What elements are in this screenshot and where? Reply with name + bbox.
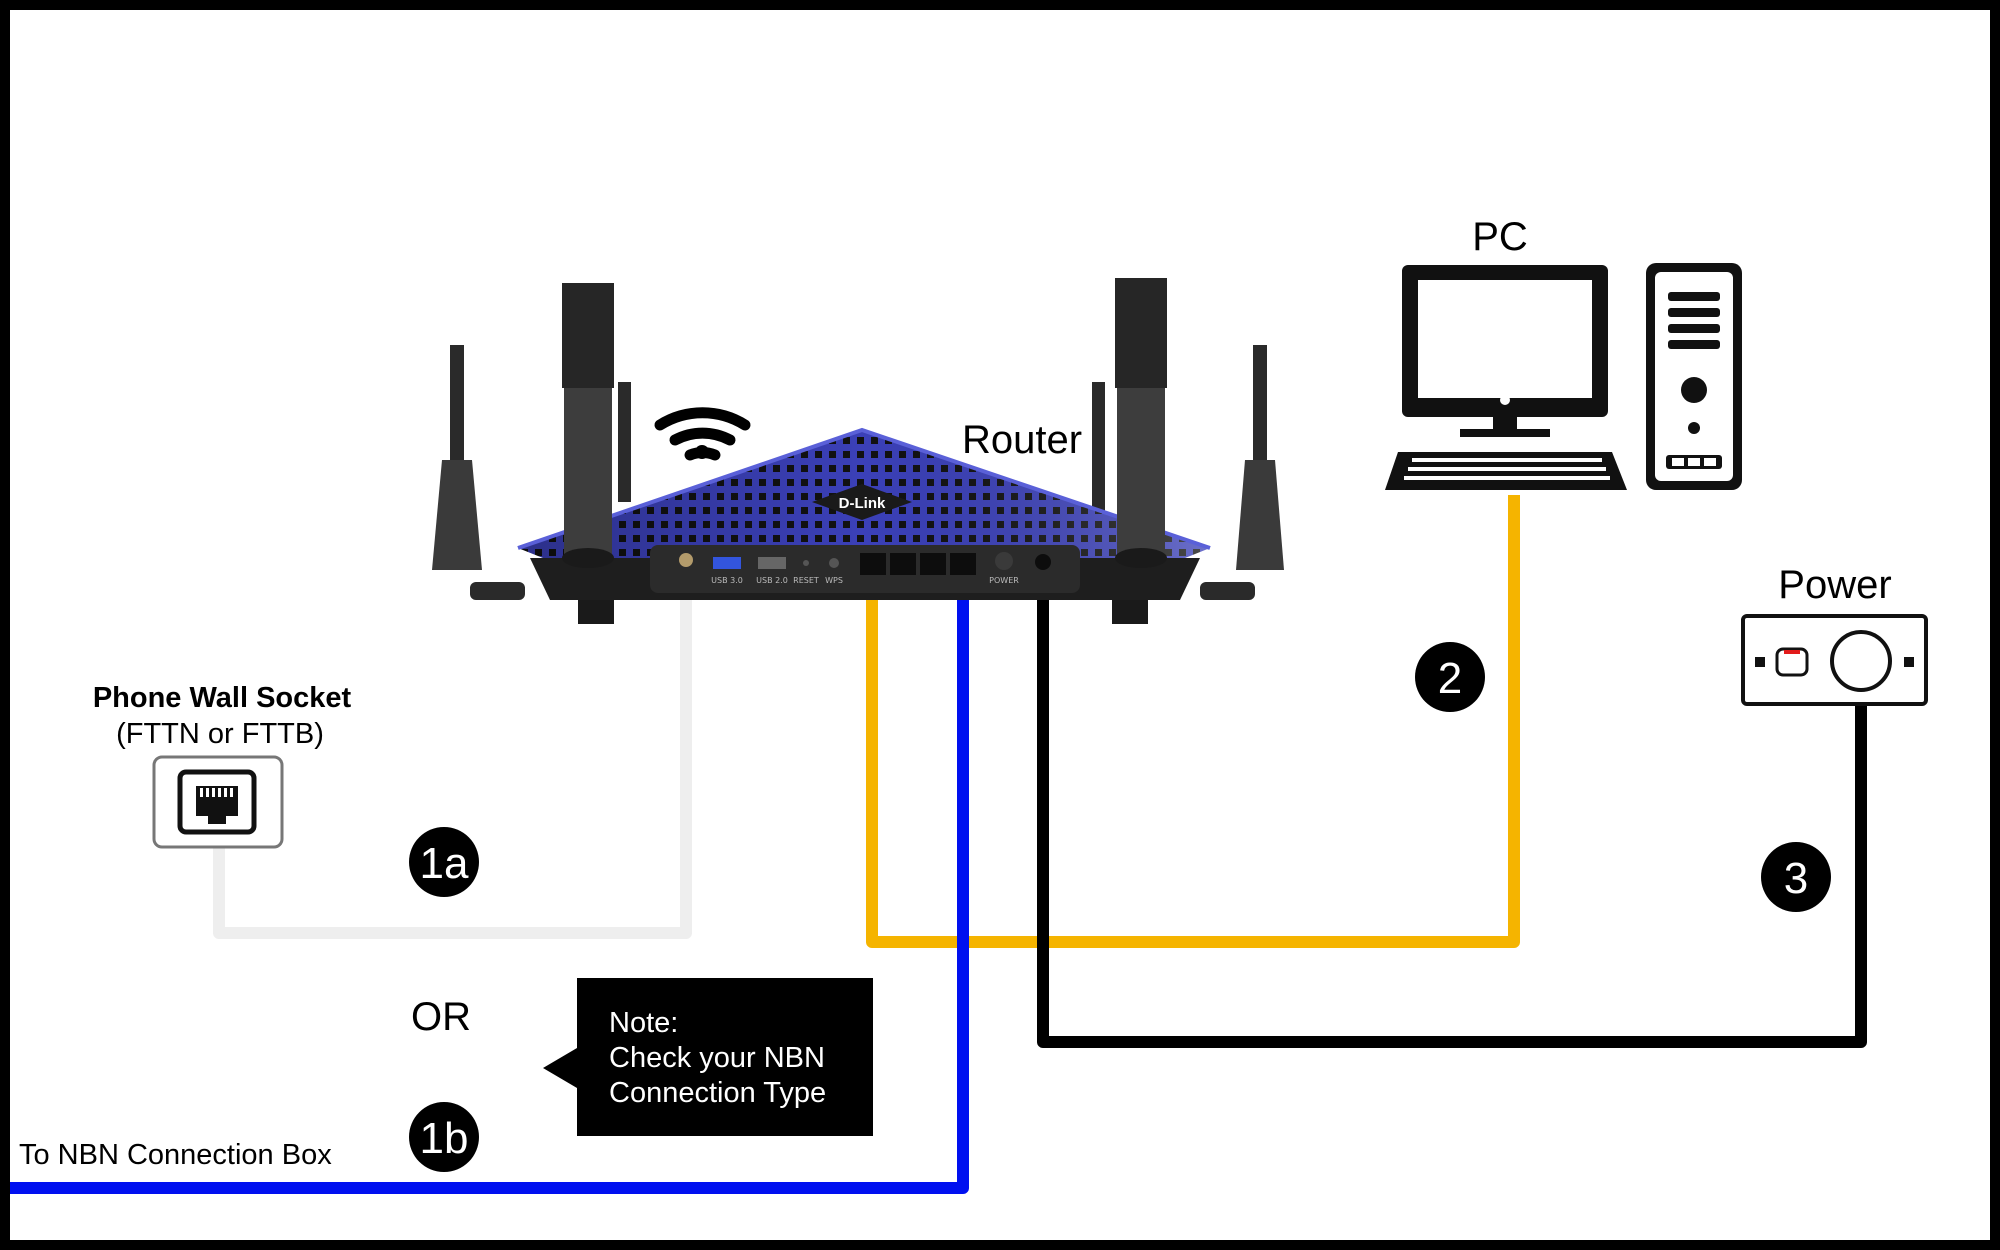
usb2-port <box>758 557 786 569</box>
power-cable <box>1037 565 1867 1048</box>
power-plug <box>1830 630 1892 692</box>
antenna <box>1236 460 1284 570</box>
wan-cable <box>10 560 969 1194</box>
monitor-button <box>1500 395 1510 405</box>
step-badge-1a-text: 1a <box>420 839 469 888</box>
router: D-Link USB 3.0 USB 2.0 RESET WPS POWER <box>432 278 1284 624</box>
dsl-port <box>679 553 693 567</box>
pc-tower-face <box>1655 272 1733 481</box>
phone-wall-socket <box>152 755 284 849</box>
reset-button <box>803 560 809 566</box>
antenna <box>562 283 614 388</box>
antenna <box>1092 382 1105 512</box>
router-foot <box>1112 600 1148 624</box>
antenna-base <box>562 548 614 568</box>
pc-label: PC <box>1472 215 1528 259</box>
canvas-background <box>10 10 1990 1240</box>
antenna <box>618 382 631 502</box>
note-callout: Note: Check your NBN Connection Type <box>543 978 873 1136</box>
wps-button <box>829 558 839 568</box>
power-switch <box>1775 647 1809 677</box>
antenna <box>1115 278 1167 388</box>
pc-icon <box>1385 263 1742 490</box>
step-badge-1b-text: 1b <box>420 1114 469 1163</box>
step-badge-2-text: 2 <box>1438 654 1462 703</box>
monitor-screen <box>1418 280 1592 398</box>
note-line-2: Check your NBN <box>609 1042 825 1074</box>
router-foot <box>578 600 614 624</box>
power-button <box>995 552 1013 570</box>
usb2-label: USB 2.0 <box>756 576 788 585</box>
wall-socket-subtitle: (FTTN or FTTB) <box>116 718 324 750</box>
step-badge-1b: 1b <box>409 1102 479 1172</box>
keyboard-keys <box>1404 458 1610 480</box>
power-switch-indicator <box>1784 650 1800 654</box>
wps-label: WPS <box>825 576 843 585</box>
lan-port <box>920 553 946 575</box>
power-jack <box>1035 554 1051 570</box>
lan-cable <box>866 495 1520 948</box>
lan-port <box>860 553 886 575</box>
antenna-base <box>1115 548 1167 568</box>
monitor-base <box>1460 429 1550 437</box>
wall-socket-title: Phone Wall Socket <box>93 682 352 714</box>
antenna-joint <box>1200 582 1255 600</box>
note-line-1: Note: <box>609 1007 678 1039</box>
or-label: OR <box>411 995 471 1039</box>
power-label: POWER <box>989 576 1019 585</box>
router-label: Router <box>962 418 1082 462</box>
antenna <box>1253 345 1267 465</box>
step-badge-3-text: 3 <box>1784 854 1808 903</box>
usb3-label: USB 3.0 <box>711 576 743 585</box>
router-edge <box>517 427 1211 550</box>
antenna <box>432 460 482 570</box>
step-badge-3: 3 <box>1761 842 1831 912</box>
brand-logo: D-Link <box>839 495 886 512</box>
wifi-dot <box>695 445 709 459</box>
reset-label: RESET <box>793 576 819 585</box>
monitor-stand <box>1493 417 1517 431</box>
lan-port <box>950 553 976 575</box>
phone-cable <box>213 557 692 939</box>
brand-plate <box>812 484 912 520</box>
antenna-joint <box>470 582 525 600</box>
usb3-port <box>713 557 741 569</box>
lan-port <box>890 553 916 575</box>
power-outlet-label: Power <box>1778 563 1891 607</box>
step-badge-2: 2 <box>1415 642 1485 712</box>
pc-tower-slots <box>1672 458 1716 466</box>
power-outlet <box>1741 614 1928 706</box>
step-badge-1a: 1a <box>409 827 479 897</box>
note-line-3: Connection Type <box>609 1077 826 1109</box>
nbn-box-label: To NBN Connection Box <box>19 1139 332 1171</box>
antenna <box>450 345 464 465</box>
antenna <box>1117 388 1165 558</box>
socket-pins <box>200 788 233 797</box>
antenna <box>564 388 612 558</box>
